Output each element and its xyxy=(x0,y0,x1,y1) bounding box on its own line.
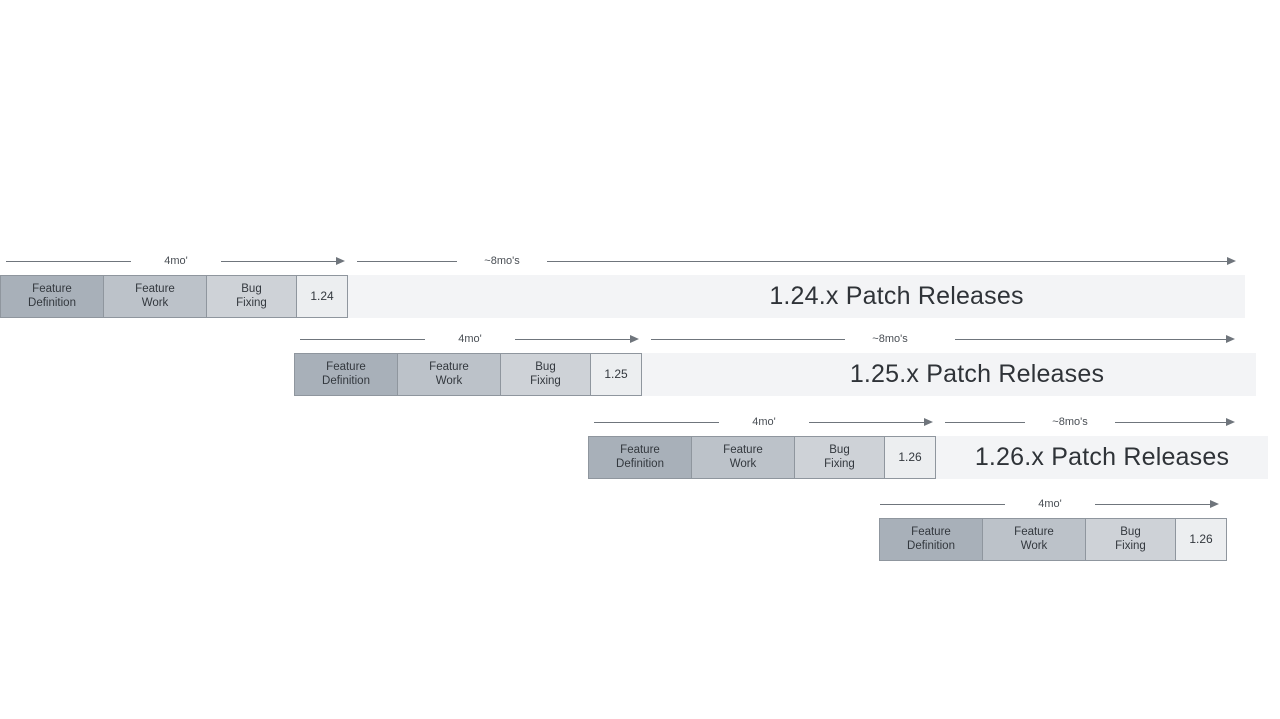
phase-label-line1: Bug xyxy=(535,361,556,373)
phase-label-line1: Feature xyxy=(620,444,660,456)
phase-label-line1: Feature xyxy=(911,526,951,538)
phase-label-line1: Feature xyxy=(135,283,175,295)
phase-track-2: Feature Definition Feature Work Bug Fixi… xyxy=(294,353,642,396)
phase-track-4: Feature Definition Feature Work Bug Fixi… xyxy=(879,518,1227,561)
dimension-patch-label-1: ~8mo's xyxy=(484,255,520,267)
phase-version-3: 1.26 xyxy=(884,436,936,479)
phase-feature-work-3: Feature Work xyxy=(691,436,795,479)
phase-bug-fixing-3: Bug Fixing xyxy=(794,436,885,479)
phase-feature-work-2: Feature Work xyxy=(397,353,501,396)
phase-label-line2: Fixing xyxy=(236,296,267,309)
dimension-development-2: 4mo' xyxy=(300,331,640,349)
dimension-development-4: 4mo' xyxy=(880,496,1220,514)
phase-bug-fixing-4: Bug Fixing xyxy=(1085,518,1176,561)
phase-label-line1: Feature xyxy=(723,444,763,456)
phase-version-4: 1.26 xyxy=(1175,518,1227,561)
phase-label-line2: Definition xyxy=(322,374,370,387)
phase-feature-definition-2: Feature Definition xyxy=(294,353,398,396)
phase-label-line2: Work xyxy=(141,296,169,309)
phase-label-line1: Feature xyxy=(429,361,469,373)
phase-bug-fixing-1: Bug Fixing xyxy=(206,275,297,318)
phase-track-3: Feature Definition Feature Work Bug Fixi… xyxy=(588,436,936,479)
phase-label-line1: Bug xyxy=(1120,526,1141,538)
phase-feature-definition-3: Feature Definition xyxy=(588,436,692,479)
dimension-development-1: 4mo' xyxy=(6,253,346,271)
dimension-patch-3: ~8mo's xyxy=(945,414,1237,432)
phase-label-line2: Definition xyxy=(907,539,955,552)
phase-label-line2: Definition xyxy=(28,296,76,309)
phase-label-line2: Work xyxy=(435,374,463,387)
patch-release-label-1: 1.24.x Patch Releases xyxy=(769,282,1024,310)
patch-release-label-3: 1.26.x Patch Releases xyxy=(974,443,1230,471)
phase-label-line2: Work xyxy=(729,457,757,470)
phase-version-2: 1.25 xyxy=(590,353,642,396)
dimension-development-label-1: 4mo' xyxy=(164,255,188,267)
phase-label-line1: Bug xyxy=(241,283,262,295)
phase-label-line1: Feature xyxy=(1014,526,1054,538)
dimension-patch-2: ~8mo's xyxy=(651,331,1236,349)
patch-release-label-2: 1.25.x Patch Releases xyxy=(849,360,1105,388)
dimension-development-label-3: 4mo' xyxy=(752,416,776,428)
phase-label-line2: Fixing xyxy=(1115,539,1146,552)
phase-feature-work-4: Feature Work xyxy=(982,518,1086,561)
phase-feature-work-1: Feature Work xyxy=(103,275,207,318)
phase-label-line2: Definition xyxy=(616,457,664,470)
phase-label-line2: Work xyxy=(1020,539,1048,552)
dimension-patch-label-2: ~8mo's xyxy=(872,333,908,345)
dimension-development-3: 4mo' xyxy=(594,414,934,432)
phase-bug-fixing-2: Bug Fixing xyxy=(500,353,591,396)
phase-feature-definition-4: Feature Definition xyxy=(879,518,983,561)
dimension-development-label-2: 4mo' xyxy=(458,333,482,345)
dimension-patch-label-3: ~8mo's xyxy=(1052,416,1088,428)
phase-label-line1: Feature xyxy=(326,361,366,373)
phase-feature-definition-1: Feature Definition xyxy=(0,275,104,318)
phase-version-1: 1.24 xyxy=(296,275,348,318)
dimension-patch-1: ~8mo's xyxy=(357,253,1237,271)
phase-label-line2: Fixing xyxy=(824,457,855,470)
dimension-development-label-4: 4mo' xyxy=(1038,498,1062,510)
phase-label-line1: Feature xyxy=(32,283,72,295)
phase-track-1: Feature Definition Feature Work Bug Fixi… xyxy=(0,275,348,318)
phase-label-line2: Fixing xyxy=(530,374,561,387)
phase-label-line1: Bug xyxy=(829,444,850,456)
